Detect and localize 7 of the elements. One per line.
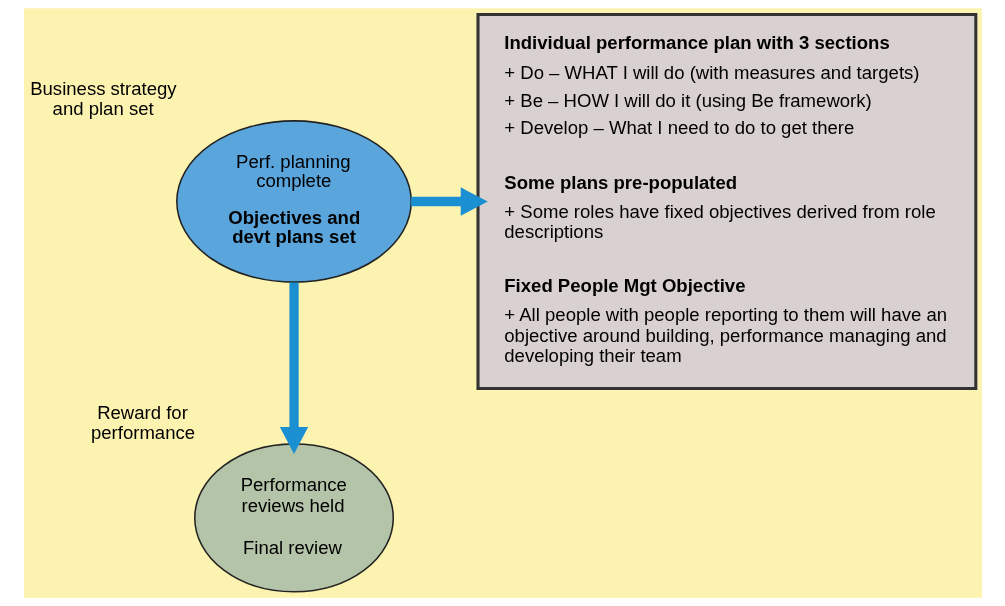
node-label: Business strategy and plan set bbox=[29, 78, 177, 120]
node-label: Reward for performance bbox=[90, 401, 195, 443]
arrow bbox=[279, 282, 308, 454]
node-ellipse: Performance reviews held Final review bbox=[193, 443, 394, 593]
node-box: Individual performance plan with 3 sections + Do – WHAT I will do (with measures and targets) + Be – HOW I will do it (using Be framework) + Develop – What I need to do to get there Some plans pre-populated + Some roles have fixed objectives derived from role descriptions Fixed People Mgt Objective + All people with people reporting to them will have an objective around building, performance managing and developing their team bbox=[475, 12, 977, 391]
node-ellipse: Perf. planning complete Objectives and devt plans set bbox=[175, 120, 412, 283]
arrow bbox=[410, 187, 488, 216]
